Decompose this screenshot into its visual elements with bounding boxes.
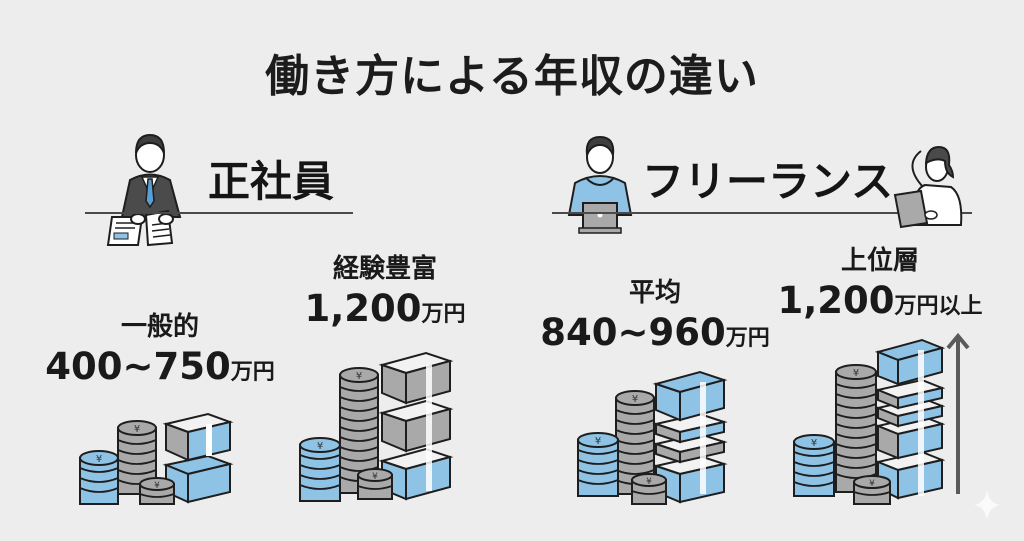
section-divider-freelance bbox=[552, 212, 972, 214]
person-hoodie-laptop-icon bbox=[565, 125, 635, 235]
section-heading-seishain: 正社員 bbox=[208, 157, 335, 206]
svg-text:¥: ¥ bbox=[154, 481, 160, 491]
tier-amount: 1,200 bbox=[777, 279, 895, 322]
tier-label-seishain-experienced: 経験豊富 1,200万円 bbox=[290, 252, 480, 332]
page-title: 働き方による年収の違い bbox=[265, 51, 759, 102]
money-stack-medium-icon: ¥ ¥ ¥ bbox=[296, 345, 456, 510]
section-divider-seishain bbox=[85, 212, 353, 214]
up-arrow-icon bbox=[946, 332, 970, 497]
svg-text:¥: ¥ bbox=[96, 454, 102, 465]
tier-amount: 840~960 bbox=[540, 311, 726, 354]
svg-text:¥: ¥ bbox=[595, 436, 601, 447]
tier-caption: 経験豊富 bbox=[332, 254, 437, 284]
sparkle-icon bbox=[972, 488, 1002, 522]
tier-caption: 一般的 bbox=[120, 312, 199, 342]
tier-amount: 400~750 bbox=[45, 345, 231, 388]
tier-amount: 1,200 bbox=[304, 287, 422, 330]
svg-text:¥: ¥ bbox=[811, 438, 817, 449]
svg-text:¥: ¥ bbox=[646, 477, 652, 487]
tier-unit: 万円以上 bbox=[894, 294, 983, 319]
svg-text:¥: ¥ bbox=[632, 394, 638, 405]
svg-text:¥: ¥ bbox=[853, 368, 859, 379]
money-stack-large-icon: ¥ ¥ ¥ bbox=[790, 332, 945, 512]
tier-caption: 平均 bbox=[628, 278, 681, 308]
money-stack-small-icon: ¥ ¥ ¥ bbox=[78, 410, 238, 510]
tier-label-freelance-average: 平均 840~960万円 bbox=[540, 276, 770, 356]
svg-text:¥: ¥ bbox=[356, 371, 362, 382]
svg-text:¥: ¥ bbox=[869, 479, 875, 489]
svg-text:¥: ¥ bbox=[317, 441, 323, 452]
section-heading-freelance: フリーランス bbox=[642, 157, 894, 206]
tier-label-seishain-general: 一般的 400~750万円 bbox=[40, 310, 280, 390]
svg-text:¥: ¥ bbox=[372, 472, 378, 482]
tier-caption: 上位層 bbox=[840, 246, 919, 276]
businessman-at-desk-icon bbox=[100, 125, 200, 250]
tier-unit: 万円 bbox=[421, 302, 466, 327]
woman-laptop-icon bbox=[893, 135, 973, 230]
tier-label-freelance-top: 上位層 1,200万円以上 bbox=[770, 244, 990, 324]
svg-text:¥: ¥ bbox=[134, 424, 140, 435]
money-stack-medium-icon: ¥ ¥ ¥ bbox=[574, 362, 730, 510]
tier-unit: 万円 bbox=[230, 360, 275, 385]
tier-unit: 万円 bbox=[725, 326, 770, 351]
